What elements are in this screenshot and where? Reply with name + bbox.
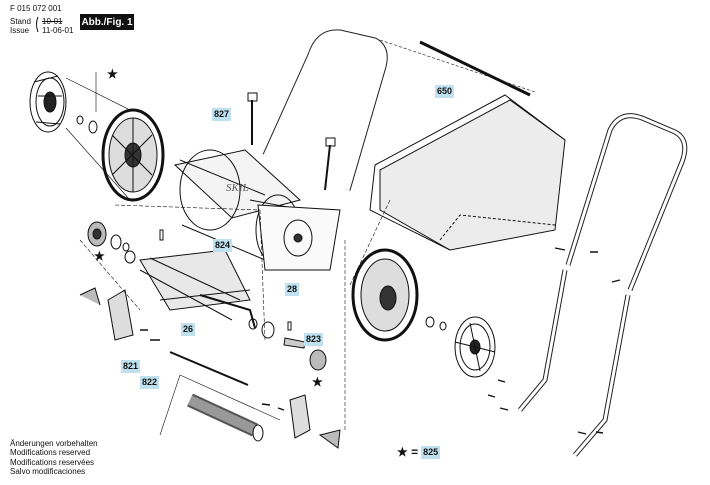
catcher-rod — [419, 40, 531, 97]
callout-824: 824 — [213, 239, 233, 252]
date-bracket — [36, 16, 39, 33]
gear-left — [87, 221, 107, 247]
screws — [261, 403, 285, 411]
washer — [122, 242, 130, 252]
callout-822: 822 — [140, 376, 160, 389]
screws — [140, 329, 160, 341]
star-part-number: 825 — [421, 445, 441, 459]
callout-823: 823 — [304, 333, 324, 346]
washer — [439, 321, 447, 331]
star-marker: ★ — [312, 375, 323, 389]
hubcap-right — [454, 316, 496, 378]
handle-bar-lower-right — [573, 294, 631, 457]
grass-catcher — [369, 94, 566, 251]
pinion — [124, 250, 136, 264]
gear-right — [309, 349, 327, 371]
callout-827: 827 — [212, 108, 232, 121]
document-code: F 015 072 001 — [10, 4, 62, 13]
shaft — [283, 337, 306, 349]
handle-right — [565, 113, 688, 291]
bracket-left — [79, 287, 134, 341]
wheel-right — [351, 248, 419, 342]
star-marker: ★ — [107, 67, 118, 81]
stand-label: Stand — [10, 17, 31, 26]
knob — [247, 92, 258, 102]
reel-blades — [139, 249, 256, 329]
washer — [76, 115, 84, 125]
washer — [425, 316, 435, 328]
callout-28: 28 — [285, 283, 300, 296]
note-es: Salvo modificaciones — [10, 466, 86, 476]
star-equals: ★ = — [397, 445, 419, 459]
bearing — [261, 321, 275, 339]
figure-label: Abb./Fig. 1 — [80, 14, 134, 30]
issue-date: 11-06-01 — [42, 26, 74, 35]
wheel-left — [101, 108, 165, 202]
note-de: Änderungen vorbehalten — [10, 439, 98, 448]
stand-old-date: 10-01 — [42, 17, 63, 26]
washer — [248, 318, 258, 330]
issue-label: Issue — [10, 26, 30, 35]
roller — [187, 393, 264, 442]
bolt — [251, 100, 331, 191]
pin — [159, 229, 164, 241]
brand-mark: SKIL — [226, 182, 249, 194]
handle-bar-lower-left — [518, 269, 568, 412]
note-en: Modifications reserved — [10, 448, 91, 458]
adjustment-rod — [169, 351, 249, 386]
washer — [110, 234, 122, 250]
pin — [287, 321, 292, 331]
modification-notes: Änderungen vorbehalten Modifications res… — [10, 439, 98, 476]
star-legend: ★ = 825 — [397, 445, 441, 459]
side-plate — [257, 204, 341, 271]
hubcap-left — [29, 71, 67, 133]
callout-26: 26 — [181, 323, 196, 336]
star-marker: ★ — [94, 249, 105, 263]
note-fr: Modifications reservées — [10, 457, 95, 467]
callout-821: 821 — [121, 360, 141, 373]
callout-650: 650 — [435, 85, 455, 98]
washer — [88, 120, 98, 134]
knob — [325, 137, 336, 147]
bracket-right — [289, 394, 341, 449]
screws — [487, 247, 621, 435]
